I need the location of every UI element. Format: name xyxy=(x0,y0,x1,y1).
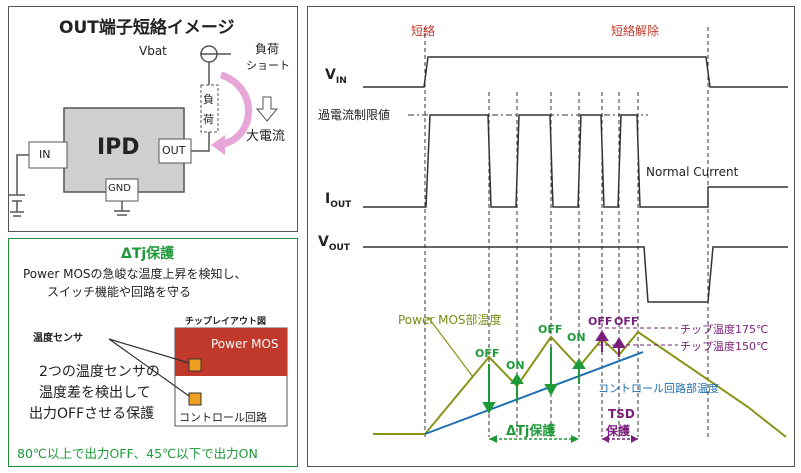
out-short-panel: OUT端子短絡イメージ Vbat 負荷 ショート 負 荷 大電流 IPD IN … xyxy=(8,6,298,232)
dtj-protection-panel: ΔTj保護 Power MOSの急峻な温度上昇を検知し、 スイッチ機能や回路を守… xyxy=(8,238,298,467)
control-temp-trace xyxy=(424,351,644,435)
dtj-body-line1: 2つの温度センサの xyxy=(39,364,160,380)
control-temp-label: コントロール回路部温度 xyxy=(598,382,719,395)
off-label-tsd-2: OFF xyxy=(614,315,639,328)
chip-175-label: チップ温度175℃ xyxy=(680,323,769,336)
chip-150-label: チップ温度150℃ xyxy=(680,340,769,353)
temp-sensor-label: 温度センサ xyxy=(33,333,83,344)
sensor-control xyxy=(188,392,202,406)
power-mos-label: Power MOS xyxy=(211,337,279,351)
out-panel-title: OUT端子短絡イメージ xyxy=(59,18,235,38)
short-label: ショート xyxy=(246,59,290,72)
load-box xyxy=(200,84,219,133)
in-pin xyxy=(28,141,68,169)
timing-waveforms xyxy=(363,27,788,443)
in-pin-label: IN xyxy=(39,148,51,161)
gnd-pin-label: GND xyxy=(108,183,131,194)
vin-trace xyxy=(363,56,788,88)
tsd-label: TSD xyxy=(608,407,635,421)
off-label-tsd: OFF xyxy=(588,315,613,328)
out-short-schematic xyxy=(9,45,279,217)
release-label: 短絡解除 xyxy=(611,24,660,38)
control-circuit-label: コントロール回路 xyxy=(179,411,267,424)
vout-trace xyxy=(363,246,788,303)
short-current-arrow xyxy=(218,71,252,149)
load-label: 負荷 xyxy=(255,42,280,56)
big-current-label: 大電流 xyxy=(246,129,286,144)
dtj-protect-label: ΔTj保護 xyxy=(506,424,556,439)
dtj-body-line2: 温度差を検出して xyxy=(39,385,151,401)
tsd-protect-label: 保護 xyxy=(606,424,631,438)
out-pin-label: OUT xyxy=(162,144,186,157)
chip-layout-diagram xyxy=(108,327,288,427)
normal-current-label: Normal Current xyxy=(646,165,739,179)
load-box-char-2: 荷 xyxy=(203,113,214,126)
iout-trace xyxy=(363,114,788,208)
load-box-char-1: 負 xyxy=(203,93,214,106)
big-current-arrow xyxy=(255,96,279,122)
dtj-body-line3: 出力OFFさせる保護 xyxy=(29,406,155,422)
overcurrent-limit-label: 過電流制限値 xyxy=(318,108,391,122)
iout-label: IOUT xyxy=(325,191,352,210)
off-label-2: OFF xyxy=(538,323,563,336)
ipd-label: IPD xyxy=(97,135,140,160)
chip-layout-label: チップレイアウト図 xyxy=(185,317,267,327)
dtj-footer: 80℃以上で出力OFF、45℃以下で出力ON xyxy=(17,446,258,461)
vbat-label: Vbat xyxy=(139,44,167,58)
vout-label: VOUT xyxy=(318,234,350,253)
on-label-2: ON xyxy=(567,331,586,344)
waveform-panel: 短絡 短絡解除 VIN 過電流制限値 IOUT Normal Current V… xyxy=(307,6,795,467)
vin-label: VIN xyxy=(325,67,347,86)
power-mos-temp-label: Power MOS部温度 xyxy=(398,313,502,327)
on-label-1: ON xyxy=(506,359,525,372)
dtj-desc-line2: スイッチ機能や回路を守る xyxy=(47,285,192,299)
dtj-title: ΔTj保護 xyxy=(121,246,175,262)
sensor-power-mos xyxy=(188,358,202,372)
dtj-desc-line1: Power MOSの急峻な温度上昇を検知し、 xyxy=(23,267,247,281)
short-label: 短絡 xyxy=(411,24,436,38)
off-label-1: OFF xyxy=(475,347,500,360)
